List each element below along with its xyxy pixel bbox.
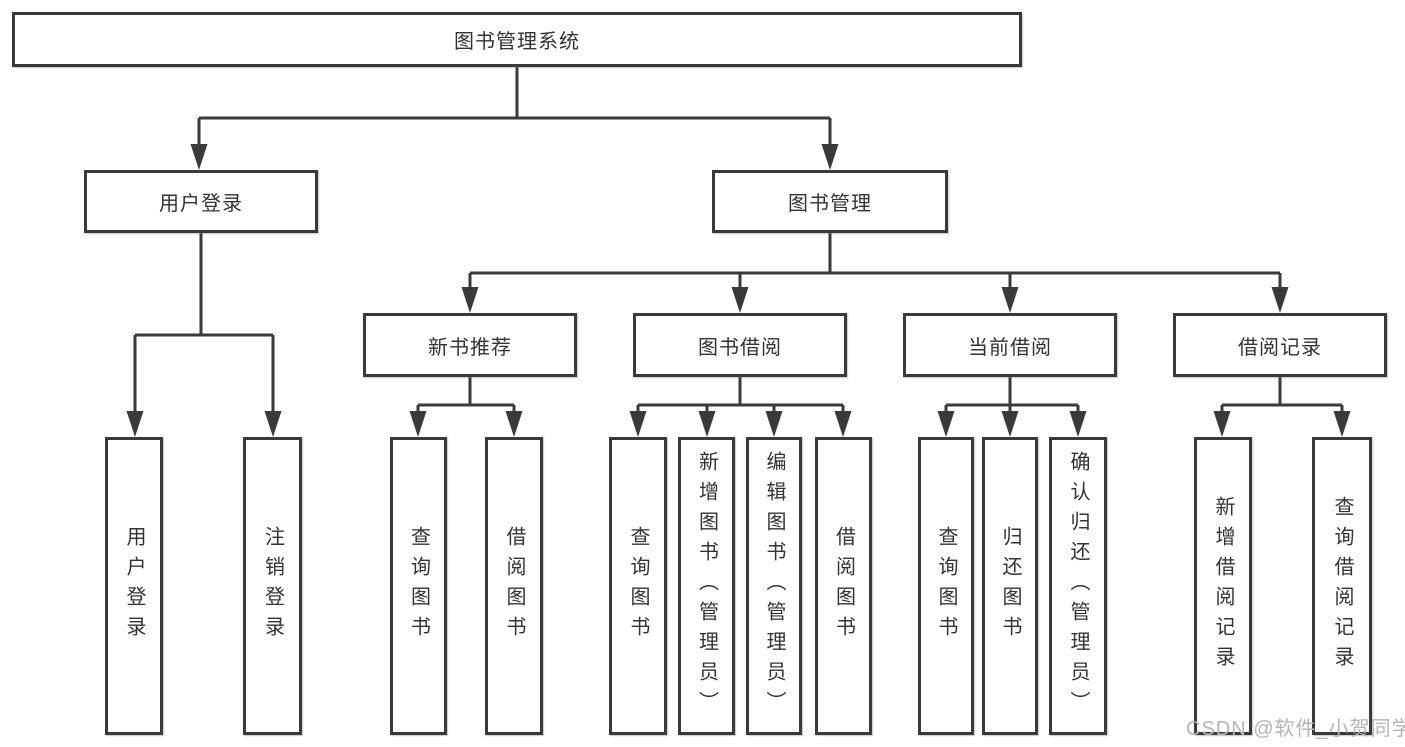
node-user-login-leaf: 用户登录 (105, 437, 163, 735)
node-borrow-book: 借阅图书 (815, 437, 872, 735)
node-logout-leaf: 注销登录 (243, 437, 302, 735)
csdn-watermark: CSDN @软件_小贺同学 (1186, 718, 1405, 740)
node-root: 图书管理系统 (12, 12, 1022, 67)
node-label: 新增图书（管理员） (695, 451, 718, 721)
node-label: 用户登录 (123, 526, 145, 646)
node-user-login: 用户登录 (84, 170, 318, 233)
node-add-book: 新增图书（管理员） (678, 437, 735, 735)
node-label: 当前借阅 (968, 336, 1052, 359)
arrowhead-icon (409, 411, 427, 437)
node-query-borrow-record: 查询借阅记录 (1312, 437, 1372, 735)
node-label: 图书管理系统 (454, 31, 580, 53)
node-label: 查询图书 (627, 526, 649, 646)
node-borrow-book-rec: 借阅图书 (485, 437, 543, 735)
node-label: 查询图书 (407, 526, 430, 646)
node-label: 借阅图书 (832, 526, 855, 646)
node-label: 注销登录 (261, 526, 284, 646)
node-query-book-current: 查询图书 (918, 437, 974, 735)
node-edit-book: 编辑图书（管理员） (746, 437, 802, 735)
node-query-book-borrow: 查询图书 (609, 437, 667, 735)
arrowhead-icon (1001, 411, 1019, 437)
node-current-borrow: 当前借阅 (903, 313, 1117, 377)
arrowhead-icon (731, 287, 749, 313)
node-label: 借阅图书 (503, 526, 525, 646)
arrowhead-icon (698, 411, 716, 437)
node-label: 用户登录 (159, 193, 243, 215)
node-new-book-rec: 新书推荐 (363, 313, 577, 377)
arrowhead-icon (1001, 287, 1019, 313)
arrowhead-icon (461, 287, 479, 313)
arrowhead-icon (834, 411, 852, 437)
arrowhead-icon (126, 411, 144, 437)
node-add-borrow-record: 新增借阅记录 (1194, 437, 1252, 735)
node-borrow-records: 借阅记录 (1173, 313, 1387, 377)
node-query-book-rec: 查询图书 (390, 437, 447, 735)
arrowhead-icon (821, 144, 839, 170)
node-label: 查询图书 (935, 526, 957, 646)
node-label: 编辑图书（管理员） (763, 451, 785, 721)
arrowhead-icon (1333, 411, 1351, 437)
arrowhead-icon (505, 411, 523, 437)
arrowhead-icon (190, 144, 208, 170)
node-label: 新书推荐 (428, 336, 512, 359)
node-return-book: 归还图书 (982, 437, 1038, 735)
arrowhead-icon (937, 411, 955, 437)
node-label: 借阅记录 (1238, 336, 1322, 359)
node-label: 查询借阅记录 (1331, 496, 1353, 676)
arrowhead-icon (1271, 287, 1289, 313)
node-confirm-return: 确认归还（管理员） (1049, 437, 1107, 735)
node-label: 归还图书 (999, 526, 1021, 646)
node-label: 确认归还（管理员） (1067, 451, 1089, 721)
arrowhead-icon (1069, 411, 1087, 437)
node-label: 图书管理 (788, 193, 872, 215)
arrowhead-icon (1213, 411, 1231, 437)
arrowhead-icon (629, 411, 647, 437)
arrowhead-icon (264, 411, 282, 437)
node-book-mgmt: 图书管理 (712, 170, 948, 233)
arrowhead-icon (765, 411, 783, 437)
node-label: 新增借阅记录 (1212, 496, 1234, 676)
node-label: 图书借阅 (698, 336, 782, 359)
node-book-borrow: 图书借阅 (633, 313, 847, 377)
